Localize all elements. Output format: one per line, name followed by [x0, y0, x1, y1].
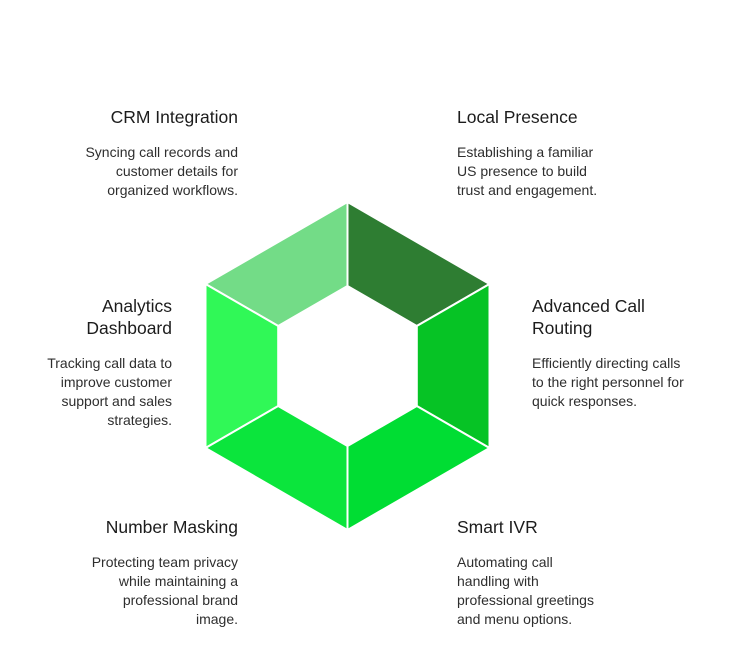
- feature-description: Efficiently directing calls to the right…: [532, 355, 684, 409]
- feature-analytics-dashboard: Analytics Dashboard Tracking call data t…: [12, 295, 172, 430]
- feature-number-masking: Number Masking Protecting team privacy w…: [38, 516, 238, 629]
- feature-title: Advanced Call Routing: [532, 296, 645, 338]
- feature-smart-ivr: Smart IVR Automating call handling with …: [457, 516, 672, 629]
- feature-title: Smart IVR: [457, 517, 538, 537]
- feature-title: Analytics Dashboard: [86, 296, 172, 338]
- hexagon-segment-smart-ivr: [346, 404, 492, 532]
- feature-title: Number Masking: [105, 517, 238, 537]
- feature-title: CRM Integration: [110, 107, 238, 127]
- feature-description: Tracking call data to improve customer s…: [47, 355, 172, 428]
- feature-description: Protecting team privacy while maintainin…: [91, 554, 238, 627]
- feature-description: Automating call handling with profession…: [457, 554, 594, 627]
- feature-description: Establishing a familiar US presence to b…: [457, 144, 598, 198]
- feature-title: Local Presence: [457, 107, 578, 127]
- feature-advanced-call-routing: Advanced Call Routing Efficiently direct…: [532, 295, 727, 411]
- feature-description: Syncing call records and customer detail…: [85, 144, 238, 198]
- feature-crm-integration: CRM Integration Syncing call records and…: [38, 106, 238, 200]
- feature-local-presence: Local Presence Establishing a familiar U…: [457, 106, 672, 200]
